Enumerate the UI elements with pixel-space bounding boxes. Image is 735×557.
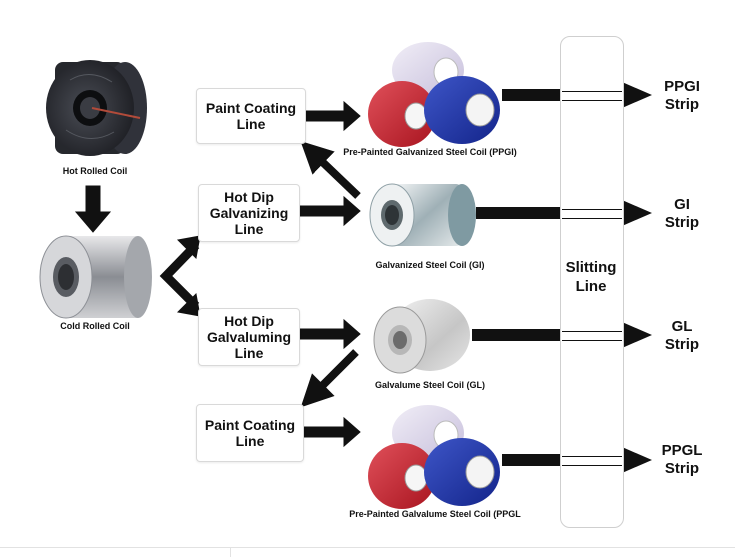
slit-pass-gi (562, 209, 622, 219)
arrow-galvaluming-to-gl (299, 318, 361, 350)
arrow-hot-to-cold (74, 185, 112, 233)
arrow-fork-up-head (176, 235, 201, 260)
cold-rolled-coil-image (39, 235, 152, 319)
arrow-gl-strip (622, 322, 652, 348)
arrow-paint-top-to-ppgi (305, 100, 361, 132)
gi-coil-image (369, 183, 476, 247)
hot-rolled-coil-image (46, 60, 147, 156)
slitting-line-label: Slitting Line (565, 259, 617, 295)
arrow-fork-down-head (176, 292, 201, 317)
gl-strip-label: GL Strip (664, 318, 700, 353)
arrow-fork (159, 241, 200, 310)
ppgi-coil-image (368, 42, 500, 147)
bottom-divider (0, 547, 735, 548)
arrow-galvanizing-to-gi (299, 195, 361, 227)
bottom-divider-tick (230, 547, 231, 557)
ppgl-coil-image (368, 405, 500, 509)
paint-coating-line-bottom: Paint Coating Line (196, 404, 304, 462)
hot-dip-galvaluming-line: Hot Dip Galvaluming Line (198, 308, 300, 366)
arrow-paint-bottom-to-ppgl (303, 416, 361, 448)
ppgl-strip-label: PPGL Strip (661, 442, 703, 477)
cold-rolled-coil-caption: Cold Rolled Coil (60, 321, 130, 331)
gl-coil-image (373, 299, 470, 374)
arrow-gl-to-paint-bottom (300, 349, 359, 408)
gl-coil-caption: Galvalume Steel Coil (GL) (374, 380, 486, 390)
gi-strip-label: GI Strip (664, 196, 700, 231)
slit-pass-ppgl (562, 456, 622, 466)
arrow-gi-to-paint-top (300, 140, 361, 199)
arrow-ppgi-strip (622, 82, 652, 108)
ppgi-strip-label: PPGI Strip (664, 78, 700, 113)
slit-pass-ppgi (562, 91, 622, 101)
slit-pass-gl (562, 331, 622, 341)
slitting-line-box (560, 36, 624, 528)
hot-dip-galvanizing-line: Hot Dip Galvanizing Line (198, 184, 300, 242)
gi-coil-caption: Galvanized Steel Coil (GI) (375, 260, 485, 270)
arrows (74, 100, 361, 448)
hot-rolled-coil-caption: Hot Rolled Coil (62, 166, 128, 176)
paint-coating-line-top: Paint Coating Line (196, 88, 306, 144)
arrow-ppgl-strip (622, 447, 652, 473)
arrow-gi-strip (622, 200, 652, 226)
ppgi-coil-caption: Pre-Painted Galvanized Steel Coil (PPGI) (343, 147, 517, 157)
ppgl-coil-caption: Pre-Painted Galvalume Steel Coil (PPGL (349, 509, 521, 519)
